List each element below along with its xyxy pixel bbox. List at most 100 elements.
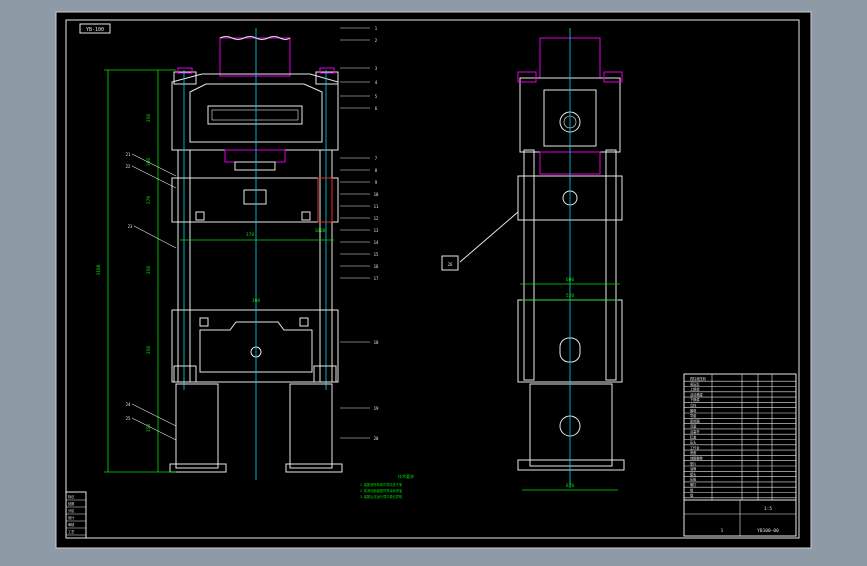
- callout-label: 13: [374, 228, 379, 233]
- note-2: 2.各滑动面装配时须涂润滑油: [360, 488, 402, 493]
- foot-left: [169, 463, 227, 473]
- callout-label: 19: [374, 406, 379, 411]
- callout-label: 16: [374, 264, 379, 269]
- title-row-text: 立柱: [690, 403, 697, 408]
- callout-label: 23: [128, 224, 133, 229]
- front-dim-label: 300: [252, 298, 260, 304]
- title-row-text: 液压缸: [690, 381, 700, 386]
- callout-label: 1: [375, 26, 378, 31]
- callout-label: 20: [374, 436, 379, 441]
- front-dim-label: 1000: [315, 228, 326, 234]
- front-dim-label: 270: [146, 196, 152, 204]
- callout-leader: [133, 225, 177, 249]
- callout-leader: [131, 165, 177, 189]
- title-row-text: 压头: [690, 440, 697, 445]
- cylinder-top: [219, 37, 291, 77]
- note-3: 3.装配后试运行须平稳无异响: [360, 494, 402, 499]
- title-row-text: 导套: [690, 413, 697, 418]
- title-rows: 四柱液压机液压缸上横梁活动横梁下横梁立柱螺母导套密封圈活塞活塞杆缸盖压头工作台底…: [684, 376, 796, 499]
- callout-label: 2: [375, 38, 378, 43]
- side-top-nut-right: [603, 71, 623, 83]
- title-drawing-no: YB100-00: [757, 528, 779, 534]
- title-row-text: 底座: [690, 450, 697, 455]
- callout-label: 5: [375, 94, 378, 99]
- title-row-text: 下横梁: [690, 397, 700, 402]
- title-row-text: 缸盖: [690, 434, 697, 439]
- top-nut-right: [315, 71, 339, 85]
- title-row-text: 工作台: [690, 445, 700, 450]
- side-top-nut-left: [517, 71, 537, 83]
- title-row-text: 压板: [690, 477, 697, 482]
- title-row-text: 螺母: [690, 408, 696, 413]
- title-scale: 1:5: [764, 506, 772, 512]
- callout-label: 22: [126, 164, 131, 169]
- worktable-cavity: [199, 321, 313, 373]
- revision-row-text: 标记: [68, 494, 75, 499]
- front-dim-label: 350: [146, 266, 152, 274]
- drawing-frame: [65, 19, 800, 539]
- front-dim-label: 370: [246, 232, 254, 238]
- title-row-text: 接头: [690, 471, 697, 476]
- lower-crossbeam: [171, 309, 339, 383]
- revision-table-frame: [65, 491, 87, 539]
- side-dim-label: 670: [566, 483, 574, 489]
- callout-label: 24: [126, 402, 131, 407]
- drawing-tag-box: [79, 23, 111, 34]
- callout-label: 14: [374, 240, 379, 245]
- side-column-left: [523, 149, 535, 381]
- side-dim-label: 600: [566, 277, 574, 283]
- title-block: 四柱液压机液压缸上横梁活动横梁下横梁立柱螺母导套密封圈活塞活塞杆缸盖压头工作台底…: [683, 373, 797, 537]
- callout-label: 12: [374, 216, 379, 221]
- title-row-text: 四柱液压机: [690, 376, 707, 381]
- side-dim-label: 520: [566, 293, 574, 299]
- slide-block: [243, 189, 267, 205]
- title-row-text: 销: [690, 487, 694, 492]
- top-nut-cap-right: [319, 67, 335, 74]
- note-1: 1.装配前所有零件须清洗干净: [360, 482, 403, 487]
- bolt-left: [199, 317, 209, 327]
- callout-label: 7: [375, 156, 378, 161]
- side-view: [441, 28, 625, 491]
- callout-label: 6: [375, 106, 378, 111]
- front-dim-label: 350: [146, 346, 152, 354]
- top-nut-cap-left: [177, 67, 193, 74]
- upper-crossbeam-inner: [189, 83, 323, 143]
- callout-label: 3: [375, 66, 378, 71]
- callout-leader: [131, 153, 177, 177]
- callout-label: 17: [374, 276, 379, 281]
- callout-label: 25: [126, 416, 131, 421]
- drawing-sheet: [55, 11, 812, 549]
- title-row-text: 键: [690, 493, 694, 498]
- section-hatch: [317, 177, 333, 223]
- title-row-text: 油管: [690, 466, 696, 471]
- title-row-text: 上横梁: [690, 387, 700, 392]
- title-row-text: 活塞: [690, 424, 697, 429]
- callout-label: 4: [375, 80, 378, 85]
- revision-row-text: 分区: [68, 508, 75, 513]
- bolt-right: [299, 317, 309, 327]
- side-leader: [459, 211, 519, 263]
- callout-label: 18: [374, 340, 379, 345]
- moving-crossbeam: [171, 177, 339, 223]
- callout-label: 9: [375, 180, 378, 185]
- front-dim-label: 300: [146, 158, 152, 166]
- crossbeam-window: [207, 105, 303, 125]
- side-base: [529, 383, 613, 467]
- stop-right: [301, 211, 311, 221]
- callout-label: 8: [375, 168, 378, 173]
- ram-neck: [234, 161, 276, 171]
- title-sheet: 1: [721, 528, 724, 533]
- side-callout-26: 26: [448, 262, 453, 267]
- title-row-text: 地脚螺栓: [690, 456, 704, 461]
- crossbeam-window-inner: [211, 109, 299, 121]
- base-leg-right: [289, 383, 333, 469]
- callout-label: 10: [374, 192, 379, 197]
- title-row-text: 螺钉: [690, 482, 697, 487]
- callout-leader: [131, 417, 177, 441]
- stop-left: [195, 211, 205, 221]
- foot-right: [285, 463, 343, 473]
- revision-row-text: 处数: [68, 501, 75, 506]
